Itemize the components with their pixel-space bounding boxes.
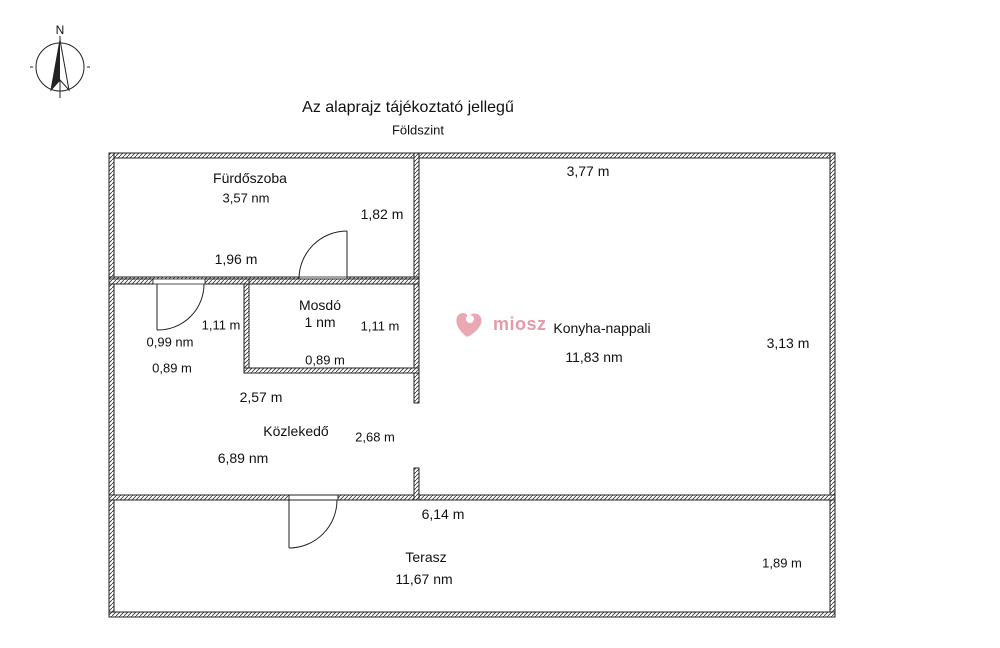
room-area-konyha: 11,83 nm <box>565 349 623 365</box>
room-area-terasz: 11,67 nm <box>395 571 453 587</box>
room-name-mosdo: Mosdó <box>298 297 342 313</box>
dim-terasz-height: 1,89 m <box>762 555 802 571</box>
dim-furdoszoba-height: 1,82 m <box>360 206 404 222</box>
dim-furdoszoba-width: 1,96 m <box>214 251 258 267</box>
dim-kozlekedo-width: 2,57 m <box>239 389 283 405</box>
door-terrace <box>288 494 339 549</box>
door-bathroom <box>298 230 348 280</box>
logo: miosz <box>493 314 547 335</box>
dim-kozlekedo-height: 2,68 m <box>355 429 395 445</box>
dim-closet-height: 1,11 m <box>201 317 241 333</box>
dim-konyha-width: 3,77 m <box>566 163 610 179</box>
compass-icon <box>30 36 90 98</box>
wall-closet-top-right <box>204 278 250 285</box>
dim-terasz-width: 6,14 m <box>421 506 465 522</box>
wall-closet-top-left <box>108 278 154 285</box>
room-area-mosdo: 1 nm <box>304 314 336 330</box>
dim-konyha-height: 3,13 m <box>766 335 810 351</box>
dim-mosdo-height: 1,11 m <box>360 318 400 334</box>
wall-left <box>108 152 115 618</box>
wall-top <box>108 152 836 159</box>
room-area-closet: 0,99 nm <box>146 334 194 350</box>
wall-bottom <box>108 611 836 618</box>
room-area-kozlekedo: 6,89 nm <box>217 450 269 466</box>
compass-north-label: N <box>55 23 65 37</box>
door-threshold-closet <box>152 278 206 285</box>
door-closet <box>156 283 205 331</box>
wall-right <box>829 152 836 618</box>
room-name-terasz: Terasz <box>405 549 447 565</box>
wall-middle-lower <box>413 467 420 501</box>
wall-terrace-left <box>108 494 290 501</box>
room-name-furdoszoba: Fürdőszoba <box>213 170 287 186</box>
wall-closet-right <box>243 278 250 372</box>
dim-mosdo-width: 0,89 m <box>305 352 345 368</box>
wall-mosdo-bottom <box>243 367 420 374</box>
logo-icon <box>456 313 482 337</box>
wall-mosdo-top <box>243 278 420 285</box>
room-name-kozlekedo: Közlekedő <box>263 423 329 439</box>
room-area-furdoszoba: 3,57 nm <box>222 190 270 206</box>
floor-label: Földszint <box>391 122 445 138</box>
plan-title: Az alaprajz tájékoztató jellegű <box>302 99 514 116</box>
room-name-konyha: Konyha-nappali <box>553 320 651 336</box>
dim-closet-width: 0,89 m <box>152 360 192 376</box>
wall-terrace-right <box>337 494 836 501</box>
logo-text: miosz <box>493 314 547 334</box>
